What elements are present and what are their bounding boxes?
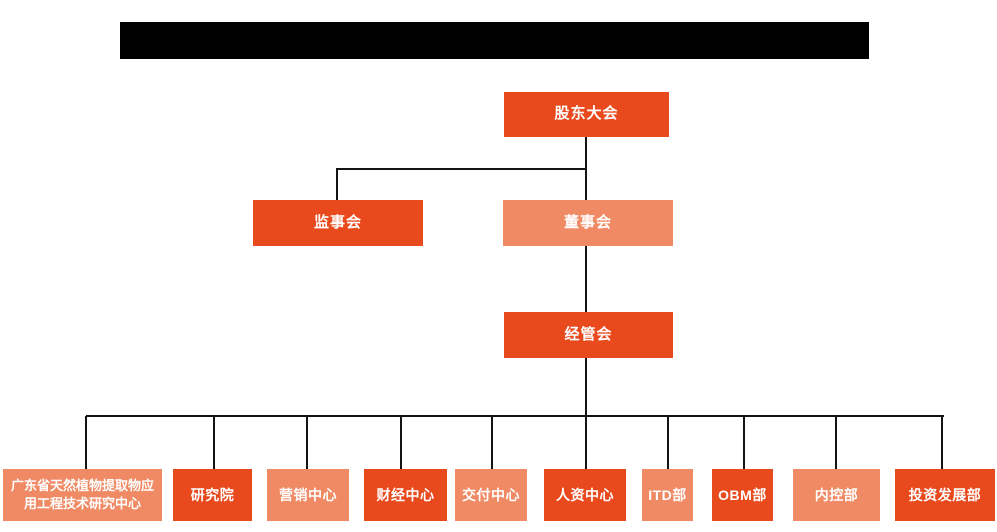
node-shareholders-meeting: 股东大会 — [504, 92, 669, 137]
node-management-committee: 经管会 — [504, 312, 673, 358]
dept-node-delivery-center: 交付中心 — [455, 469, 527, 521]
dept-node-internal-control: 内控部 — [793, 469, 880, 521]
connector-line — [306, 416, 308, 469]
connector-line — [213, 416, 215, 469]
connector-line — [585, 246, 587, 312]
dept-node-marketing-center: 营销中心 — [267, 469, 349, 521]
connector-line — [491, 416, 493, 469]
connector-line — [585, 358, 587, 416]
dept-node-investment-development: 投资发展部 — [895, 469, 995, 521]
dept-node-research-center: 广东省天然植物提取物应用工程技术研究中心 — [3, 469, 162, 521]
connector-line — [400, 416, 402, 469]
connector-line — [743, 416, 745, 469]
dept-node-hr-center: 人资中心 — [544, 469, 626, 521]
connector-line — [667, 416, 669, 469]
connector-line — [336, 168, 587, 170]
dept-node-research-institute: 研究院 — [173, 469, 252, 521]
connector-line — [336, 168, 338, 200]
dept-node-itd: ITD部 — [642, 469, 693, 521]
redacted-title-bar — [120, 22, 869, 59]
connector-line — [835, 416, 837, 469]
dept-node-finance-center: 财经中心 — [364, 469, 447, 521]
node-board-of-directors: 董事会 — [503, 200, 673, 246]
node-supervisory-board: 监事会 — [253, 200, 423, 246]
connector-line — [85, 416, 87, 469]
connector-line — [941, 416, 943, 469]
dept-node-obm: OBM部 — [712, 469, 773, 521]
connector-line — [585, 416, 587, 469]
connector-line — [86, 415, 944, 417]
